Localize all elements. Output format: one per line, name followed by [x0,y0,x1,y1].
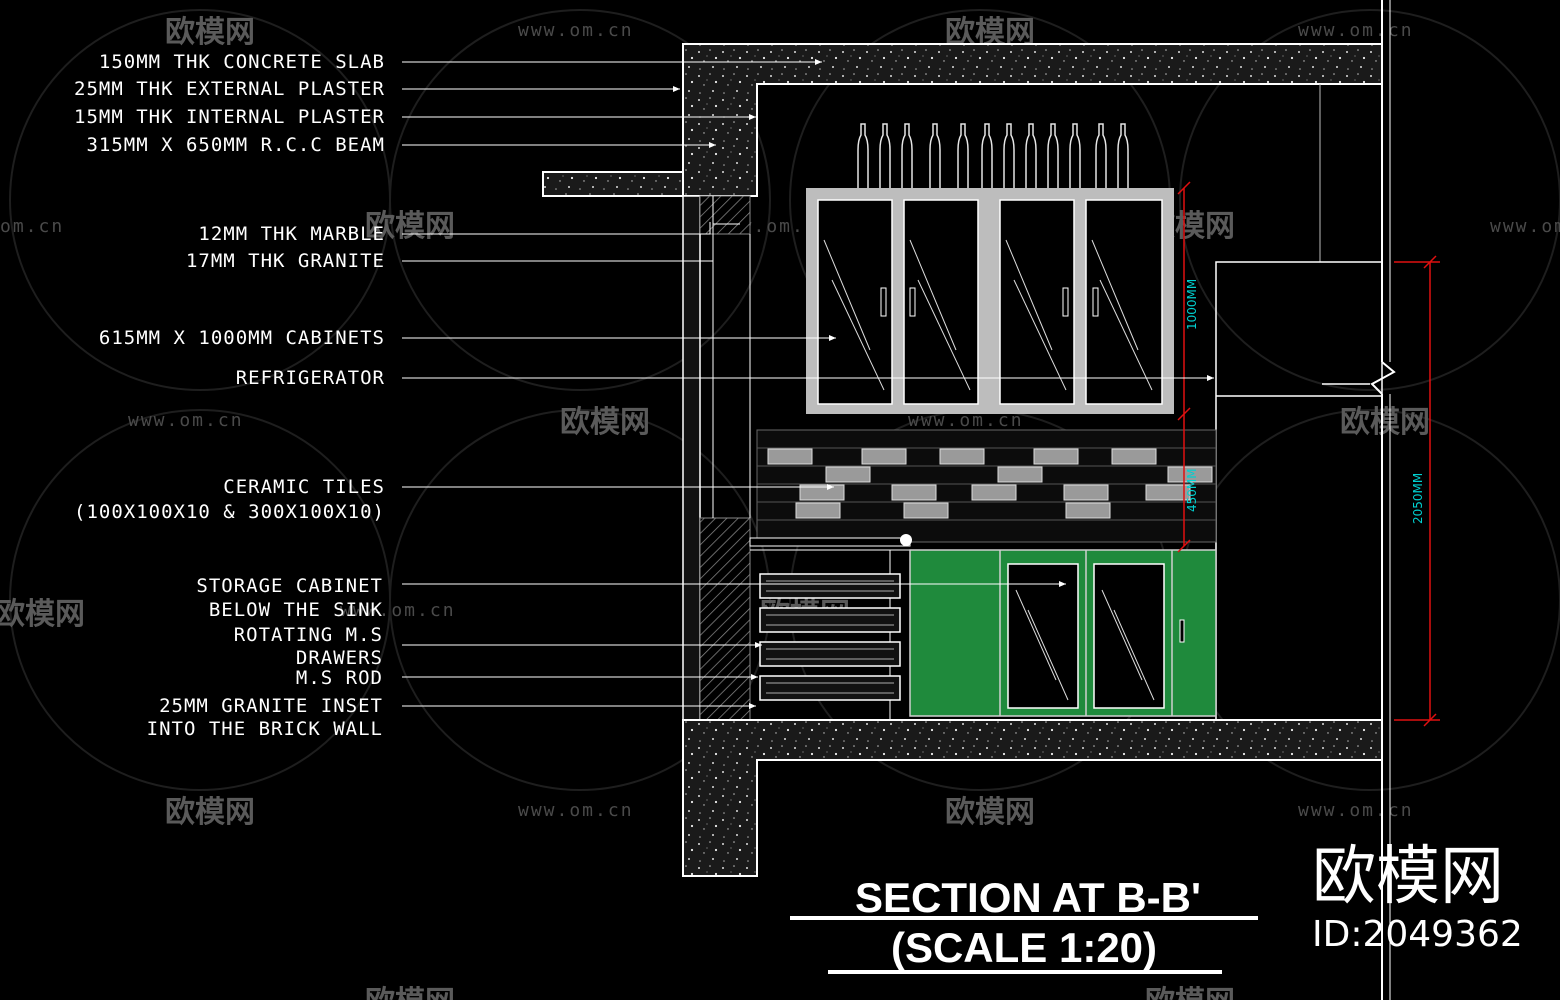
label-external-plaster: 25MM THK EXTERNAL PLASTER [74,78,385,100]
label-granite: 17MM THK GRANITE [186,250,385,272]
tile [1033,448,1079,465]
tile [1145,484,1191,501]
label-rotating-drawers: ROTATING M.S [234,624,383,646]
bottle [857,123,869,188]
cabinet-door [999,199,1075,405]
ceramic-tiles [756,429,1217,543]
cabinet-door [1085,199,1163,405]
title-block: SECTION AT B-B' (SCALE 1:20) [790,874,1258,974]
drawing-scale: (SCALE 1:20) [891,924,1157,971]
drawer [759,675,901,701]
bottles [857,123,1129,188]
counter [749,534,912,720]
left-wall [682,195,701,721]
label-granite-inset: 25MM GRANITE INSET [159,695,383,717]
watermark-brand: 欧模网 [165,795,255,830]
watermark-url: www.om.cn [1490,216,1560,237]
label-storage-cabinet-2: BELOW THE SINK [209,599,383,621]
right-break-symbol [1370,361,1396,395]
annotation-labels: 150MM THK CONCRETE SLAB 25MM THK EXTERNA… [74,51,385,740]
drawer [759,641,901,667]
bottle [879,123,891,188]
tile [767,448,813,465]
cabinet-door [903,199,979,405]
base-cabinet-glass [1093,563,1165,709]
watermark-brand: 欧模网 [165,15,255,50]
watermark-url: om.cn [0,216,64,237]
rotating-drawers [759,573,901,701]
watermark-url: www.om.cn [128,410,244,431]
wall-hatch-upper [699,195,751,235]
tile [1111,448,1157,465]
watermark-brand: 欧模网 [365,209,455,244]
tile [861,448,907,465]
label-refrigerator: REFRIGERATOR [236,367,385,389]
cabinet-door [817,199,893,405]
watermark-brand: 欧模网 [1145,985,1235,1000]
label-ceramic-tiles-size: (100X100X10 & 300X100X10) [74,501,385,523]
bottle [929,123,941,188]
bottle [981,123,993,188]
bottle [1025,123,1037,188]
watermark-url: www.om.cn [1298,800,1414,821]
tile [1167,466,1213,483]
brand-stamp: 欧模网 ID:2049362 [1312,840,1523,955]
dimension-overall-height: 2050MM [1411,473,1425,524]
watermark-url: www.om.cn [518,800,634,821]
wall-hatch-lower [699,517,751,721]
bottle [1117,123,1129,188]
tile [939,448,985,465]
tile [795,502,841,519]
watermark-url: www.om.cn [1298,20,1414,41]
label-concrete-slab: 150MM THK CONCRETE SLAB [99,51,385,73]
base-cabinets [909,549,1217,717]
bottle [1047,123,1059,188]
watermark-brand: 欧模网 [1340,405,1430,440]
brand-id: ID:2049362 [1312,914,1523,955]
label-rcc-beam: 315MM X 650MM R.C.C BEAM [86,134,385,156]
label-internal-plaster: 15MM THK INTERNAL PLASTER [74,106,385,128]
rcc-beam-ledge [542,171,684,197]
bottle [957,123,969,188]
upper-cabinet-doors [817,199,1163,405]
dimension-tile-height: 450MM [1185,468,1199,512]
base-cabinet-glass [1007,563,1079,709]
dimensions [1177,181,1440,727]
bottle [1003,123,1015,188]
label-ceramic-tiles: CERAMIC TILES [223,476,385,498]
drawer [759,607,901,633]
tile [891,484,937,501]
label-ms-rod: M.S ROD [296,667,383,689]
bottle [1069,123,1081,188]
drawing-title: SECTION AT B-B' [855,874,1201,921]
brand-logo-text: 欧模网 [1312,840,1504,914]
watermark-brand: 欧模网 [560,405,650,440]
tile [971,484,1017,501]
label-cabinets: 615MM X 1000MM CABINETS [99,327,385,349]
tile [1065,502,1111,519]
dimension-cabinet-height: 1000MM [1185,279,1199,330]
bottle [901,123,913,188]
label-rotating-drawers-2: DRAWERS [296,647,383,669]
label-marble: 12MM THK MARBLE [198,223,385,245]
tile [825,466,871,483]
upper-cabinets [806,188,1174,414]
tile [997,466,1043,483]
refrigerator [1215,261,1383,721]
watermark-brand: 欧模网 [365,985,455,1000]
concrete-slab-top [682,43,1383,197]
drawer [759,573,901,599]
tile [903,502,949,519]
bottle [1095,123,1107,188]
leader-lines [402,59,1214,709]
watermark-brand: 欧模网 [0,597,85,632]
watermark-url: www.om.cn [518,20,634,41]
label-granite-inset-2: INTO THE BRICK WALL [147,718,383,740]
watermark-url: www.om.cn [908,410,1024,431]
watermark-brand: 欧模网 [945,795,1035,830]
label-storage-cabinet: STORAGE CABINET [196,575,383,597]
tile [1063,484,1109,501]
watermark-url: www.om.cn [340,600,456,621]
